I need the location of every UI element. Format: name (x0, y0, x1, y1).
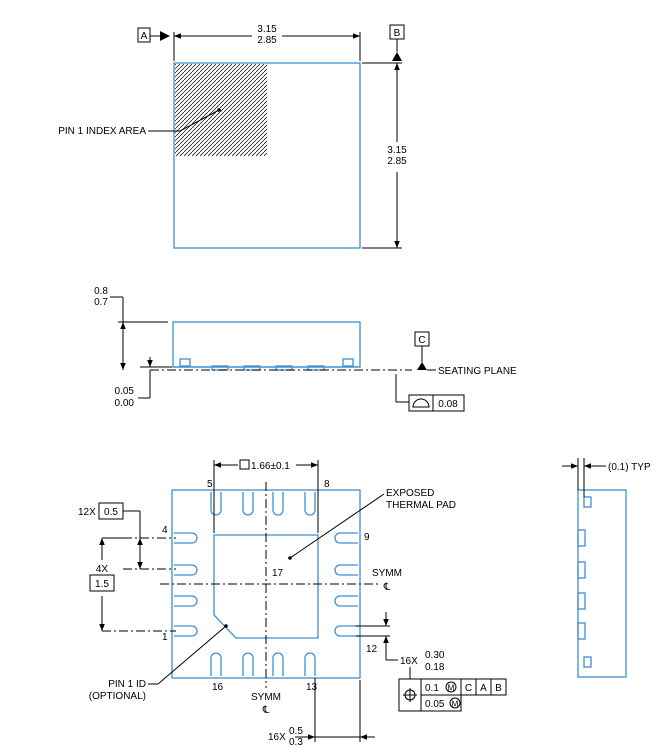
package-outline-top (173, 62, 361, 249)
lead-length-min: 0.3 (289, 737, 303, 748)
square-symbol-icon (239, 459, 250, 470)
coplanarity-value: 0.08 (438, 399, 458, 410)
mmc-modifier-2: M (452, 700, 459, 709)
side-lead-1 (179, 358, 191, 367)
top-height-min: 2.85 (387, 156, 407, 167)
pin1-index-area (175, 64, 267, 156)
coplanarity-frame (408, 394, 465, 412)
pin1-id-label-2: (OPTIONAL) (89, 691, 146, 702)
top-width-min: 2.85 (257, 35, 277, 46)
standoff-min: 0.00 (115, 398, 135, 409)
pin1-id-label-1: PIN 1 ID (108, 679, 146, 690)
symm-right-label: SYMM (372, 568, 402, 579)
datum-a-triangle (160, 31, 170, 41)
exposed-thermal-pad (213, 534, 319, 639)
right-leads (334, 532, 358, 637)
pin-17-label: 17 (272, 568, 284, 579)
datum-c-triangle (417, 362, 427, 370)
pin-9-label: 9 (364, 532, 370, 543)
lead-length-count: 16X (268, 732, 286, 743)
fcf-row2-tol: 0.05 (425, 699, 445, 710)
top-leads (210, 492, 316, 516)
top-height-max: 3.15 (387, 145, 407, 156)
standoff-max: 0.05 (115, 386, 135, 397)
profile-surface-icon (412, 398, 430, 408)
pitch-box (98, 502, 124, 520)
pin-1-label: 1 (162, 632, 168, 643)
pin-8-label: 8 (324, 479, 330, 490)
bottom-view: 1.66±0.1 5 8 4 1 9 12 16 13 17 EXPOSED T… (78, 459, 507, 748)
exposed-pad-label-1: EXPOSED (386, 488, 434, 499)
span-count: 4X (96, 564, 109, 575)
side-lead-6 (342, 358, 354, 367)
right-side-view: (0.1) TYP (562, 458, 651, 678)
pin-4-label: 4 (162, 525, 168, 536)
package-outline-side (172, 321, 361, 368)
pitch-value: 0.5 (104, 507, 118, 518)
side-lead-3 (243, 365, 261, 371)
lead-width-count: 16X (400, 656, 418, 667)
pin1-index-label: PIN 1 INDEX AREA (58, 126, 146, 137)
side-lead-4 (275, 365, 293, 371)
centerline-symbol-right: ℄ (383, 582, 391, 593)
span-value: 1.5 (95, 579, 109, 590)
side-view: 0.8 0.7 0.05 0.00 C SEATING PLANE 0.08 (94, 286, 517, 412)
fcf-datum-c: C (465, 683, 472, 694)
centerline-symbol-bottom: ℄ (262, 705, 270, 716)
mmc-modifier-1: M (448, 684, 455, 693)
pin-5-label: 5 (207, 479, 213, 490)
thickness-min: 0.7 (94, 297, 108, 308)
pitch-count: 12X (78, 507, 96, 518)
lead-length-max: 0.5 (289, 726, 303, 737)
top-view: 3.15 2.85 A 3.15 2.85 B PIN 1 INDEX AREA (58, 24, 407, 249)
exposed-pad-label-2: THERMAL PAD (386, 500, 456, 511)
span-box (89, 574, 115, 592)
symm-bottom-label: SYMM (251, 692, 281, 703)
top-width-max: 3.15 (257, 24, 277, 35)
feature-control-frame: 0.1 M C A B 0.05 M (398, 678, 507, 712)
pin-13-label: 13 (306, 682, 318, 693)
seating-plane-label: SEATING PLANE (438, 366, 517, 377)
side-lead-2 (211, 365, 229, 371)
datum-a-box (137, 27, 151, 43)
pin-16-label: 16 (212, 682, 224, 693)
lead-width-min: 0.18 (425, 662, 445, 673)
fcf-datum-a: A (480, 683, 487, 694)
thickness-max: 0.8 (94, 286, 108, 297)
datum-b-label: B (394, 28, 401, 39)
datum-c-label: C (418, 335, 425, 346)
side-lead-5 (307, 365, 325, 371)
datum-a-label: A (141, 31, 148, 42)
pin-12-label: 12 (366, 644, 378, 655)
lead-width-max: 0.30 (425, 650, 445, 661)
typ-label: (0.1) TYP (608, 462, 651, 473)
fcf-row1-tol: 0.1 (425, 683, 439, 694)
package-outline-right-side (577, 489, 627, 678)
mmc-modifier-icon-1 (445, 681, 457, 693)
fcf-datum-b: B (495, 683, 502, 694)
bottom-leads (210, 652, 316, 676)
datum-b-triangle (392, 52, 402, 61)
mmc-modifier-icon-2 (449, 697, 461, 709)
left-leads (174, 532, 198, 637)
pad-size-label: 1.66±0.1 (251, 461, 290, 472)
